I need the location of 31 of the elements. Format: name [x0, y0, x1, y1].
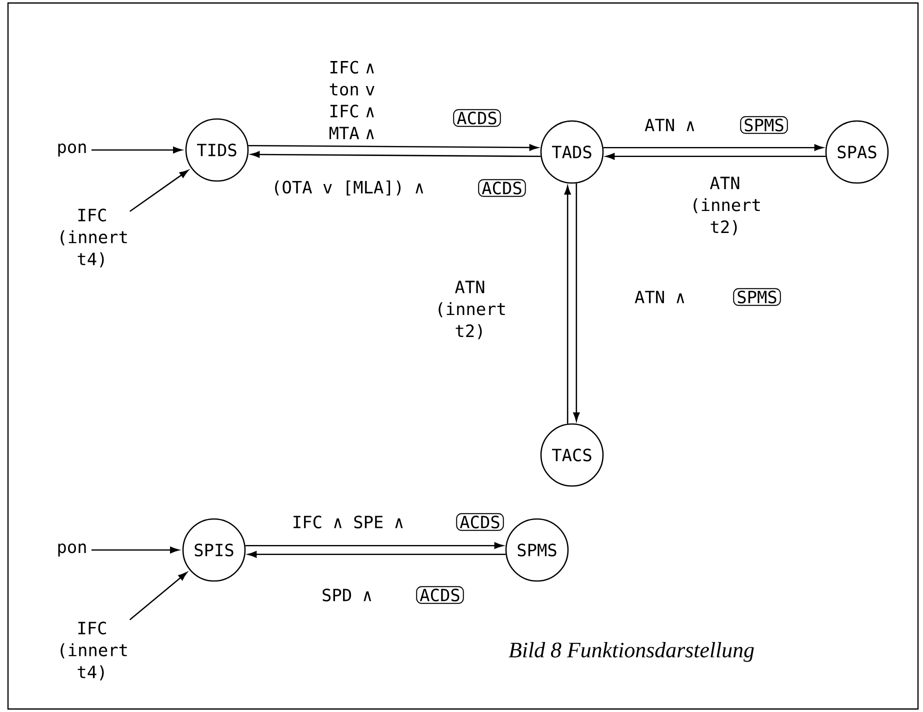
arrow	[245, 542, 504, 549]
edge-label: SPD ∧	[322, 588, 372, 602]
edge-label: ATN ∧	[634, 290, 684, 304]
boxed-signal: ACDS	[456, 513, 504, 531]
arrow	[129, 572, 188, 620]
arrow	[564, 186, 571, 424]
edge-label: ATN ∧	[644, 118, 694, 132]
arrow	[573, 183, 580, 422]
input-label: IFC (innert t4)	[60, 208, 127, 268]
edge-label: IFC ∧ ton v IFC ∧ MTA ∧	[330, 60, 374, 140]
arrow	[248, 551, 506, 558]
arrow	[92, 146, 182, 154]
edge-label: IFC ∧ SPE ∧	[294, 516, 403, 528]
arrow	[92, 546, 179, 554]
edge-label: ATN (innert t2)	[438, 280, 505, 340]
edge-label: (OTA v [MLA]) ∧	[275, 180, 424, 196]
boxed-signal: ACDS	[453, 109, 501, 127]
arrow	[250, 151, 541, 158]
input-label: IFC (innert t4)	[60, 622, 127, 680]
arrow	[603, 144, 824, 151]
input-label: pon	[58, 144, 86, 156]
boxed-signal: SPMS	[733, 288, 781, 306]
boxed-signal: ACDS	[478, 179, 526, 197]
caption: Bild 8 Funktionsdarstellung	[508, 642, 754, 662]
arrow	[248, 144, 538, 151]
arrow	[606, 153, 826, 160]
edge-label: ATN (innert t2)	[694, 176, 760, 236]
boxed-signal: SPMS	[740, 116, 788, 134]
boxed-signal: ACDS	[416, 586, 464, 604]
arrow	[130, 170, 188, 212]
input-label: pon	[58, 544, 86, 556]
